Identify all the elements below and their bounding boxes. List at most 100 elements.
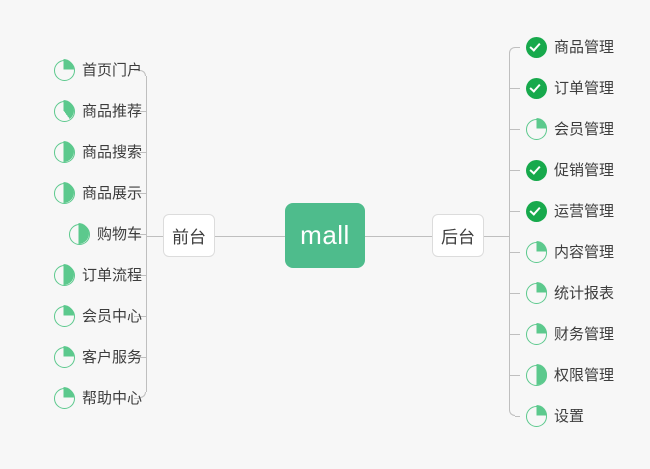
leaf-item[interactable]: 内容管理 xyxy=(525,240,615,264)
trunk-backend-to-spine xyxy=(484,235,509,237)
leaf-item[interactable]: 帮助中心 xyxy=(53,386,142,410)
leaf-item[interactable]: 设置 xyxy=(525,404,585,428)
right-branch-stub xyxy=(508,334,520,335)
left-branch-corner xyxy=(139,70,146,76)
leaf-item-label: 设置 xyxy=(554,407,585,425)
right-branch-stub xyxy=(508,293,520,294)
pie-wedge xyxy=(53,141,75,162)
check-circle-icon xyxy=(526,36,547,58)
pie-wedge xyxy=(525,364,547,385)
pie-wedge xyxy=(53,100,75,121)
pie-icon xyxy=(525,405,547,427)
branch-node-frontend-label: 前台 xyxy=(172,228,206,247)
right-branch-spine xyxy=(508,53,510,410)
pie-icon xyxy=(53,387,75,409)
check-circle-icon xyxy=(526,159,547,181)
left-branch-stub xyxy=(134,70,140,71)
right-branch-stub xyxy=(514,416,520,417)
leaf-item-label: 商品展示 xyxy=(81,184,142,202)
leaf-item-label: 客户服务 xyxy=(81,348,142,366)
pie-icon xyxy=(525,241,547,263)
check-mark xyxy=(528,40,541,52)
pie-wedge xyxy=(53,305,75,326)
leaf-item[interactable]: 运营管理 xyxy=(526,199,614,223)
left-branch-stub xyxy=(134,193,146,194)
right-branch-stub xyxy=(514,47,520,48)
pie-icon xyxy=(53,305,75,327)
pie-wedge xyxy=(525,323,547,344)
check-mark xyxy=(528,204,541,216)
leaf-item[interactable]: 统计报表 xyxy=(525,281,615,305)
leaf-item-label: 订单管理 xyxy=(554,79,615,97)
pie-icon xyxy=(525,282,547,304)
left-branch-stub xyxy=(134,357,146,358)
pie-icon xyxy=(53,100,75,122)
pie-wedge xyxy=(53,264,75,285)
leaf-item[interactable]: 促销管理 xyxy=(526,158,614,182)
leaf-item[interactable]: 购物车 xyxy=(68,222,142,246)
leaf-item[interactable]: 财务管理 xyxy=(525,322,615,346)
pie-wedge xyxy=(525,405,547,426)
leaf-item[interactable]: 订单流程 xyxy=(53,263,142,287)
right-branch-corner xyxy=(508,47,515,53)
leaf-item[interactable]: 商品搜索 xyxy=(53,140,142,164)
left-branch-stub xyxy=(134,398,140,399)
right-branch-stub xyxy=(508,211,520,212)
right-branch-stub xyxy=(508,88,520,89)
leaf-item[interactable]: 商品推荐 xyxy=(53,99,142,123)
pie-icon xyxy=(525,118,547,140)
left-branch-stub xyxy=(134,111,146,112)
branch-node-backend[interactable]: 后台 xyxy=(432,214,484,257)
leaf-item[interactable]: 会员管理 xyxy=(525,117,615,141)
leaf-item-label: 内容管理 xyxy=(554,243,615,261)
check-mark xyxy=(528,163,541,175)
leaf-item-label: 帮助中心 xyxy=(81,389,142,407)
leaf-item[interactable]: 首页门户 xyxy=(53,58,142,82)
leaf-item-label: 订单流程 xyxy=(81,266,142,284)
pie-icon xyxy=(525,364,547,386)
pie-icon xyxy=(68,223,90,245)
trunk-frontend-to-center xyxy=(215,235,285,237)
leaf-item-label: 会员管理 xyxy=(554,120,615,138)
trunk-center-to-backend xyxy=(365,235,432,237)
right-branch-stub xyxy=(508,252,520,253)
left-branch-stub xyxy=(134,152,146,153)
leaf-item-label: 商品搜索 xyxy=(81,143,142,161)
trunk-spine-to-frontend xyxy=(145,235,163,237)
pie-wedge xyxy=(68,223,90,244)
leaf-item-label: 首页门户 xyxy=(81,61,142,79)
pie-icon xyxy=(53,141,75,163)
pie-wedge xyxy=(53,387,75,408)
check-circle-icon xyxy=(526,200,547,222)
leaf-item[interactable]: 订单管理 xyxy=(526,76,614,100)
left-branch-stub xyxy=(134,316,146,317)
pie-wedge xyxy=(525,282,547,303)
leaf-item-label: 运营管理 xyxy=(554,202,615,220)
right-branch-stub xyxy=(508,375,520,376)
pie-icon xyxy=(525,323,547,345)
right-branch-stub xyxy=(508,170,520,171)
branch-node-backend-label: 后台 xyxy=(441,228,475,247)
check-mark xyxy=(528,81,541,93)
right-branch-corner xyxy=(508,410,515,416)
leaf-item-label: 购物车 xyxy=(96,225,142,243)
leaf-item[interactable]: 会员中心 xyxy=(53,304,142,328)
check-circle-icon xyxy=(526,77,547,99)
pie-wedge xyxy=(53,182,75,203)
leaf-item-label: 会员中心 xyxy=(81,307,142,325)
right-branch-stub xyxy=(508,129,520,130)
branch-node-frontend[interactable]: 前台 xyxy=(163,214,215,257)
leaf-item[interactable]: 权限管理 xyxy=(525,363,615,387)
leaf-item[interactable]: 商品管理 xyxy=(526,35,614,59)
leaf-item[interactable]: 商品展示 xyxy=(53,181,142,205)
leaf-item-label: 统计报表 xyxy=(554,284,615,302)
leaf-item-label: 财务管理 xyxy=(554,325,615,343)
leaf-item[interactable]: 客户服务 xyxy=(53,345,142,369)
left-branch-stub xyxy=(134,234,146,235)
leaf-item-label: 权限管理 xyxy=(554,366,615,384)
pie-wedge xyxy=(525,241,547,262)
leaf-item-label: 商品推荐 xyxy=(81,102,142,120)
pie-wedge xyxy=(53,346,75,367)
center-node-mall[interactable]: mall xyxy=(285,203,365,268)
